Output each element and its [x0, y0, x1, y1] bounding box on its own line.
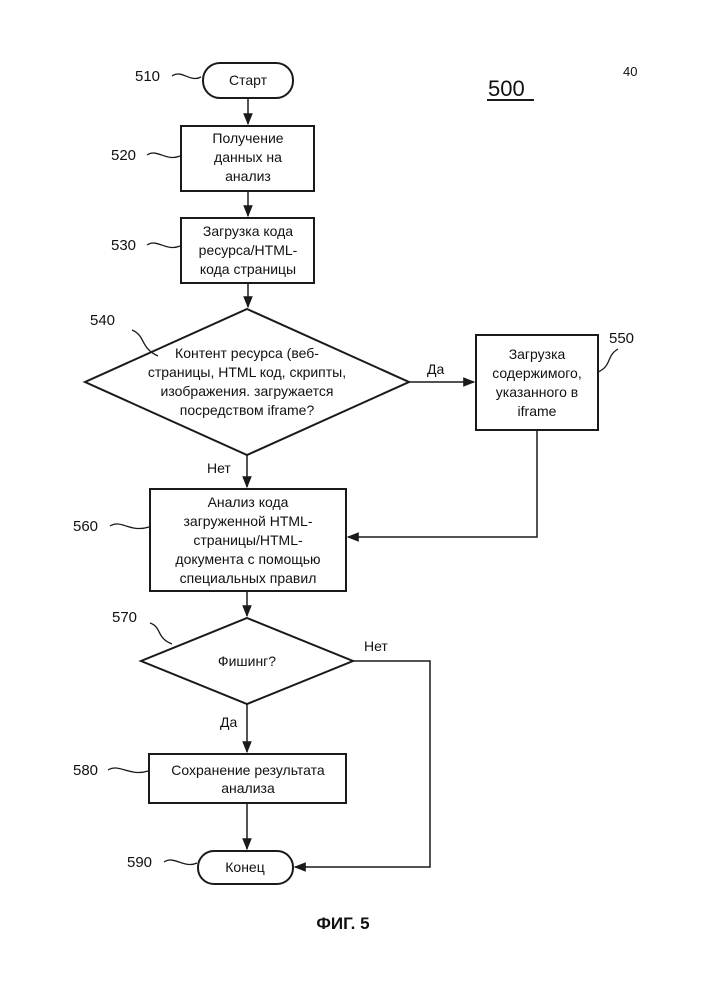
save-result-line-2: анализа [221, 780, 275, 796]
load-iframe-line-2: содержимого, [492, 365, 581, 381]
iframe-decision-line-1: Контент ресурса (веб- [175, 345, 319, 361]
start-label: Старт [229, 72, 268, 88]
figure-number: 500 [488, 76, 525, 101]
figure-caption: ФИГ. 5 [316, 914, 369, 933]
end-label: Конец [225, 859, 264, 875]
load-iframe-line-4: iframe [518, 403, 557, 419]
load-iframe-line-3: указанного в [496, 384, 578, 400]
leader-580 [108, 768, 148, 773]
leader-530 [147, 243, 180, 248]
load-code-line-1: Загрузка кода [203, 223, 293, 239]
phishing-decision-label: Фишинг? [218, 653, 276, 669]
ref-550: 550 [609, 330, 634, 347]
iframe-decision-line-3: изображения. загружается [161, 383, 334, 399]
leader-520 [147, 153, 180, 158]
ref-570: 570 [112, 609, 137, 626]
leader-550 [598, 349, 618, 372]
iframe-decision-line-4: посредством iframe? [180, 402, 315, 418]
leader-510 [172, 74, 201, 79]
analyze-line-1: Анализ кода [208, 494, 289, 510]
ref-530: 530 [111, 237, 136, 254]
save-result-line-1: Сохранение результата [171, 762, 325, 778]
ref-520: 520 [111, 147, 136, 164]
ref-590: 590 [127, 854, 152, 871]
analyze-line-3: страницы/HTML- [193, 532, 303, 548]
load-code-line-3: кода страницы [200, 261, 296, 277]
analyze-line-5: специальных правил [180, 570, 317, 586]
leader-590 [164, 860, 197, 865]
sheet-number: 40 [623, 64, 637, 79]
ref-510: 510 [135, 68, 160, 85]
leader-560 [110, 524, 149, 529]
arrow-iframe-to-analyze [348, 430, 537, 537]
receive-data-line-2: данных на [214, 149, 282, 165]
edge-label-iframe-no: Нет [207, 460, 231, 476]
analyze-line-2: загруженной HTML- [184, 513, 313, 529]
receive-data-line-1: Получение [212, 130, 283, 146]
iframe-decision-line-2: страницы, HTML код, скрипты, [148, 364, 346, 380]
analyze-line-4: документа с помощью [175, 551, 320, 567]
ref-560: 560 [73, 518, 98, 535]
receive-data-line-3: анализ [225, 168, 271, 184]
load-code-line-2: ресурса/HTML- [199, 242, 298, 258]
edge-label-phishing-no: Нет [364, 638, 388, 654]
ref-580: 580 [73, 762, 98, 779]
ref-540: 540 [90, 312, 115, 329]
edge-label-iframe-yes: Да [427, 361, 444, 377]
edge-label-phishing-yes: Да [220, 714, 237, 730]
leader-570 [150, 623, 172, 644]
load-iframe-line-1: Загрузка [509, 346, 566, 362]
